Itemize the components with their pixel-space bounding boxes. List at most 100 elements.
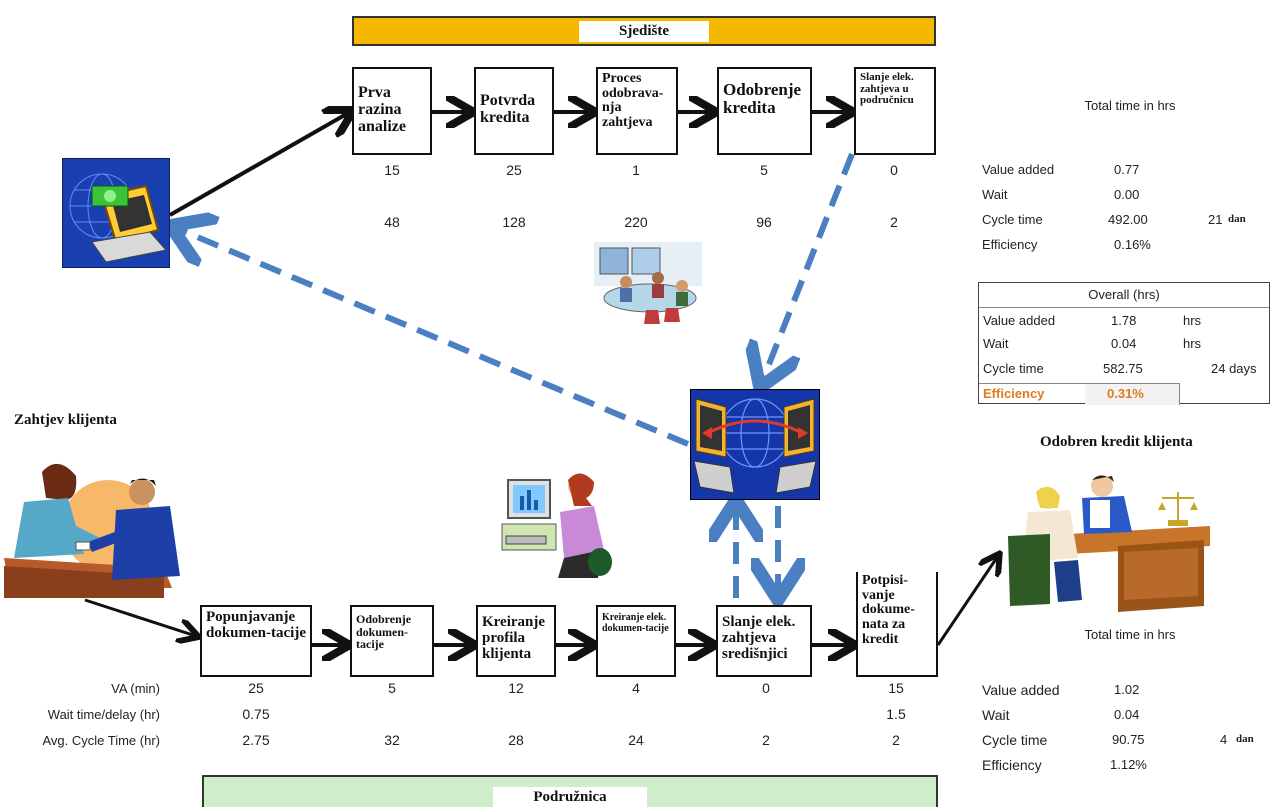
overall-summary-unit: 24 days	[1211, 361, 1257, 376]
branch-va-value: 12	[508, 680, 524, 696]
cycle-row-label: Avg. Cycle Time (hr)	[42, 733, 160, 748]
branch-summary-label: Cycle time	[982, 732, 1048, 748]
branch-cycle-value: 2	[762, 732, 770, 748]
overall-summary-label: Value added	[983, 313, 1056, 328]
hq-va-value: 1	[632, 162, 640, 178]
branch-cycle-value: 24	[628, 732, 644, 748]
branch-wait-value: 0.75	[242, 706, 270, 722]
branch-cycle-value: 28	[508, 732, 524, 748]
hq-summary-unit: dan	[1228, 213, 1246, 225]
branch-summary-value: 90.75	[1112, 732, 1145, 747]
hq-summary-value: 0.16%	[1114, 237, 1151, 252]
hq-process-box: Odobrenje kredita	[717, 67, 812, 155]
hq-process-label: Odobrenje kredita	[723, 80, 802, 117]
overall-efficiency-label: Efficiency	[983, 386, 1045, 401]
branch-va-value: 15	[888, 680, 904, 696]
hq-va-value: 0	[890, 162, 898, 178]
branch-va-value: 25	[248, 680, 264, 696]
branch-process-label: Kreiranje profila klijenta	[482, 614, 546, 662]
overall-summary-label: Cycle time	[983, 361, 1044, 376]
branch-va-value: 5	[388, 680, 396, 696]
arrow-to-approved	[936, 556, 998, 646]
dashed-hq-to-network	[762, 152, 855, 382]
hq-process-label: Potvrda kredita	[480, 92, 536, 126]
hq-va-value: 15	[384, 162, 400, 178]
hq-va-value: 25	[506, 162, 522, 178]
hq-cycle-value: 128	[502, 214, 526, 230]
branch-summary-label: Efficiency	[982, 757, 1042, 773]
branch-process-label: Kreiranje elek. dokumen-tacije	[602, 612, 669, 634]
hq-va-value: 5	[760, 162, 768, 178]
hq-summary-value: 492.00	[1108, 212, 1148, 227]
branch-process-box: Odobrenje dokumen-tacije	[350, 605, 434, 677]
branch-summary-value: 0.04	[1114, 707, 1140, 722]
branch-band-label: Podružnica	[493, 786, 647, 808]
hq-process-label: Slanje elek. zahtjeva u područnicu	[860, 71, 914, 107]
hq-cycle-value: 96	[756, 214, 772, 230]
branch-process-box: Slanje elek. zahtjeva središnjici	[716, 605, 812, 677]
overall-summary-box: Overall (hrs) Value added 1.78 hrs Wait …	[978, 282, 1270, 405]
hq-band: Sjedište	[352, 16, 936, 46]
branch-process-label: Potpisi-vanje dokume-nata za kredit	[862, 573, 915, 647]
overall-summary-unit: hrs	[1183, 336, 1202, 351]
hq-summary-value: 0.77	[1114, 162, 1140, 177]
branch-summary-label: Value added	[982, 682, 1060, 698]
client-meeting-illustration	[4, 463, 180, 598]
branch-summary-unit: dan	[1236, 733, 1254, 745]
branch-summary-value: 1.12%	[1110, 757, 1147, 772]
hq-process-box: Proces odobrava-nja zahtjeva	[596, 67, 678, 155]
branch-process-box: Popunjavanje dokumen-tacije	[200, 605, 312, 677]
dashed-network-to-computer	[176, 228, 690, 447]
branch-summary-header: Total time in hrs	[1084, 627, 1176, 642]
branch-va-value: 4	[632, 680, 640, 696]
branch-summary-value: 1.02	[1114, 682, 1140, 697]
hq-process-box: Potvrda kredita	[474, 67, 554, 155]
branch-process-box: Potpisi-vanje dokume-nata za kredit	[856, 572, 938, 677]
hq-summary-label: Wait	[982, 187, 1008, 202]
overall-summary-value: 1.78	[1111, 313, 1137, 328]
branch-wait-value: 1.5	[886, 706, 906, 722]
hq-process-box: Slanje elek. zahtjeva u područnicu	[854, 67, 936, 155]
client-request-label: Zahtjev klijenta	[14, 412, 117, 428]
branch-band: Podružnica	[202, 775, 938, 808]
arrow-computer-to-hq	[169, 112, 350, 217]
branch-process-box: Kreiranje elek. dokumen-tacije	[596, 605, 676, 677]
hq-summary-label: Efficiency	[982, 237, 1038, 252]
computer-money-icon	[62, 158, 170, 268]
branch-cycle-value: 32	[384, 732, 400, 748]
va-row-label: VA (min)	[111, 681, 160, 696]
network-globe-icon	[690, 389, 820, 500]
overall-summary-value: 582.75	[1103, 361, 1143, 376]
hq-cycle-value: 220	[624, 214, 648, 230]
wait-row-label: Wait time/delay (hr)	[47, 707, 160, 722]
hq-cycle-value: 48	[384, 214, 400, 230]
branch-cycle-value: 2	[892, 732, 900, 748]
hq-process-label: Proces odobrava-nja zahtjeva	[602, 71, 664, 131]
hq-band-label: Sjedište	[579, 20, 709, 42]
overall-summary-label: Wait	[983, 336, 1009, 351]
branch-va-value: 0	[762, 680, 770, 696]
hq-summary-value: 0.00	[1114, 187, 1140, 202]
hq-process-label: Prva razina analize	[358, 84, 406, 135]
overall-efficiency-value: 0.31%	[1107, 386, 1144, 401]
hq-process-box: Prva razina analize	[352, 67, 432, 155]
branch-summary-label: Wait	[982, 707, 1010, 723]
branch-process-label: Popunjavanje dokumen-tacije	[206, 609, 306, 641]
branch-process-label: Odobrenje dokumen-tacije	[356, 612, 412, 652]
hq-cycle-value: 2	[890, 214, 898, 230]
arrow-client-to-branch	[84, 598, 196, 636]
hq-summary-label: Cycle time	[982, 212, 1043, 227]
loan-signing-illustration	[1008, 475, 1210, 612]
meeting-illustration	[594, 242, 702, 324]
overall-summary-value: 0.04	[1111, 336, 1137, 351]
hq-summary-label: Value added	[982, 162, 1055, 177]
hq-summary-header: Total time in hrs	[1084, 98, 1176, 113]
branch-cycle-value: 2.75	[242, 732, 270, 748]
hq-summary-days: 21	[1208, 212, 1223, 227]
branch-process-label: Slanje elek. zahtjeva središnjici	[722, 614, 796, 662]
overall-summary-unit: hrs	[1183, 313, 1202, 328]
overall-summary-header: Overall (hrs)	[1088, 287, 1160, 302]
branch-process-box: Kreiranje profila klijenta	[476, 605, 556, 677]
branch-summary-days: 4	[1220, 732, 1228, 747]
